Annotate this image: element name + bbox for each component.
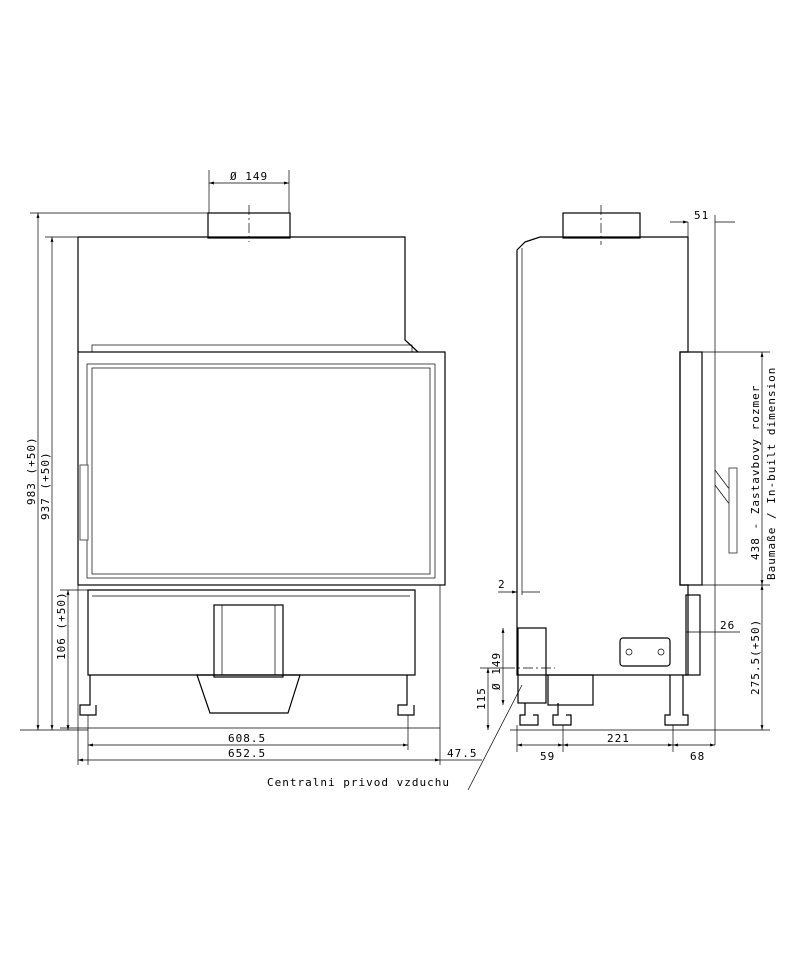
door-handle xyxy=(79,464,89,541)
air-inlet-diameter-label: Ø 149 xyxy=(490,652,503,690)
flue-collar-side xyxy=(562,212,641,239)
side-dimensions: 51 438 - Zastavbovy rozmer Baumaße / In-… xyxy=(475,209,778,763)
adjustable-feet xyxy=(79,675,415,716)
built-in-label-de-en: Baumaße / In-built dimension xyxy=(765,367,778,580)
width-inner-label: 608.5 xyxy=(228,732,266,745)
air-inlet-height-label: 115 xyxy=(475,687,488,710)
gap-label: 2 xyxy=(498,578,506,591)
side-feet xyxy=(519,675,689,726)
air-inlet-plate xyxy=(619,637,671,667)
glass-panel xyxy=(86,363,436,579)
dim-left-label: 59 xyxy=(540,750,555,763)
lower-height-label: 275.5(+50) xyxy=(749,619,762,695)
front-view xyxy=(60,205,446,729)
side-view xyxy=(505,205,770,731)
air-inlet-duct xyxy=(517,627,547,704)
side-door-profile xyxy=(679,351,703,586)
dim-right-label: 68 xyxy=(690,750,705,763)
flue-diameter-label: Ø 149 xyxy=(230,170,268,183)
side-handle xyxy=(728,467,738,554)
door-frame xyxy=(77,351,446,586)
right-offset-label: 26 xyxy=(720,619,735,632)
offset-right-label: 47.5 xyxy=(447,747,478,760)
central-air-supply-label: Centralni privod vzduchu xyxy=(267,776,450,789)
height-base-label: 106 (+50) xyxy=(55,591,68,660)
air-box xyxy=(213,604,284,678)
lower-section xyxy=(87,589,416,676)
central-air-annotation: Centralni privod vzduchu xyxy=(267,684,523,791)
ash-tray xyxy=(196,674,301,714)
top-offset-label: 51 xyxy=(694,209,709,222)
side-body xyxy=(516,236,689,676)
dim-middle-label: 221 xyxy=(607,732,630,745)
front-dimensions: Ø 149 983 (+50) 937 (+50) 106 (+50) 608.… xyxy=(20,170,482,765)
built-in-label-cz: 438 - Zastavbovy rozmer xyxy=(749,385,762,560)
height-body-label: 937 (+50) xyxy=(39,451,52,520)
width-outer-label: 652.5 xyxy=(228,747,266,760)
height-total-label: 983 (+50) xyxy=(25,436,38,505)
